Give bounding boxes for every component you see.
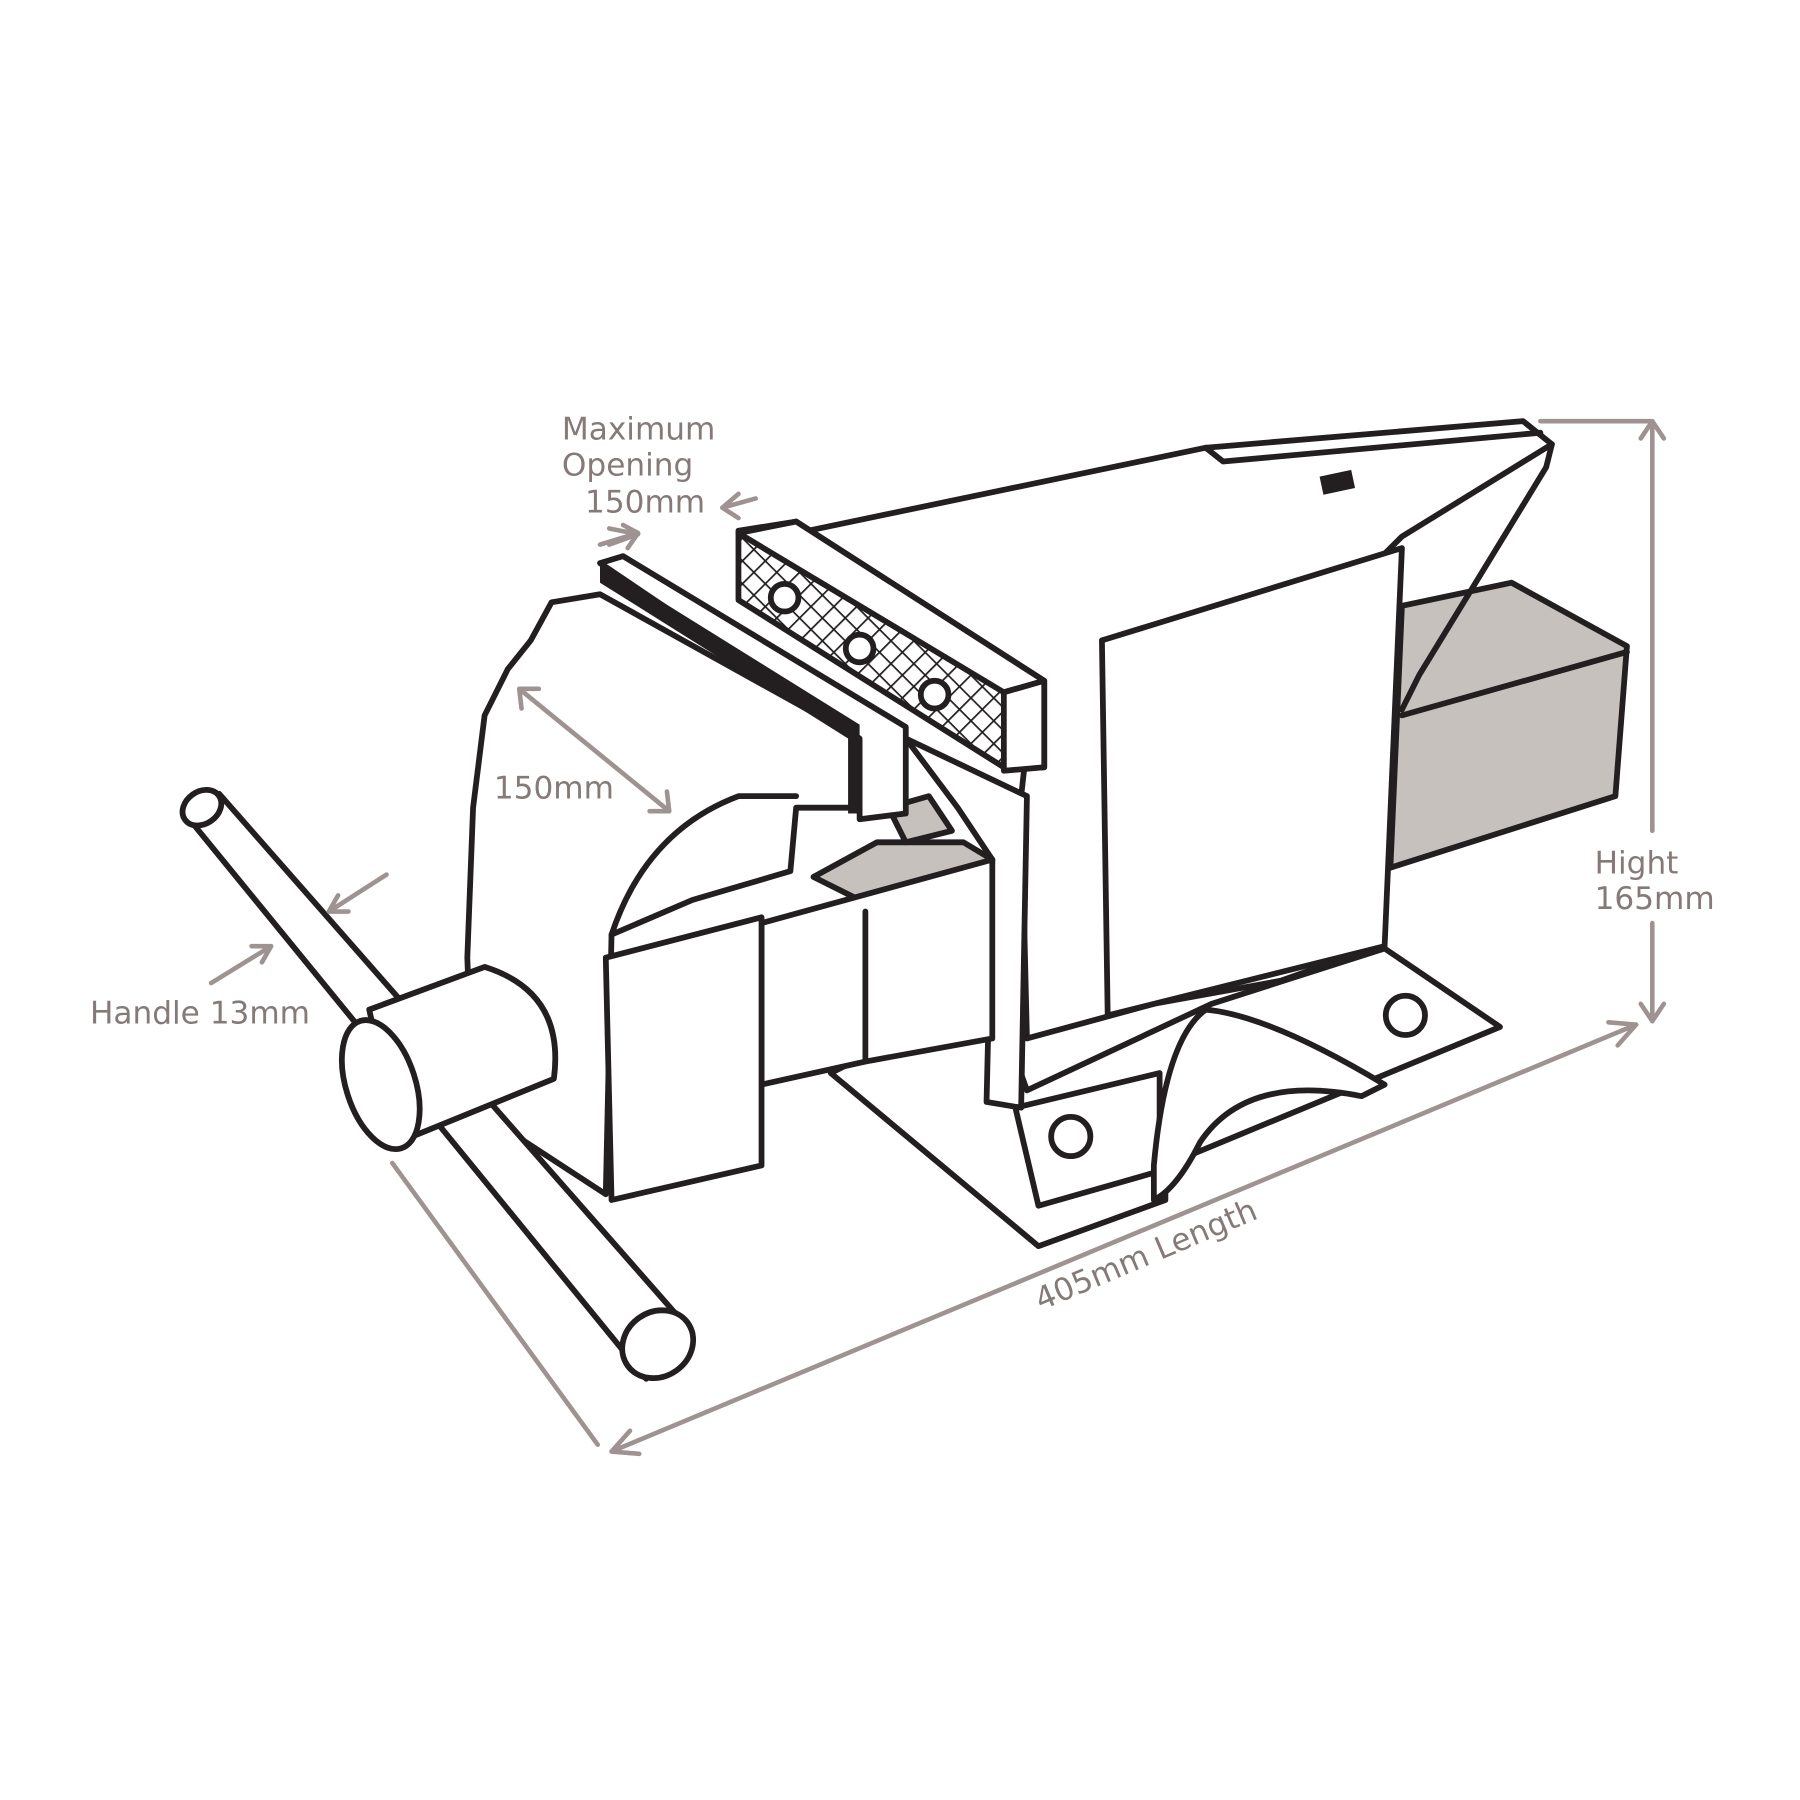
extension-line <box>389 1160 600 1447</box>
jaw-width-arrow <box>516 686 672 814</box>
height-value: 165mm <box>1595 881 1715 917</box>
height-arrow <box>1538 418 1667 1024</box>
slide <box>758 793 996 1088</box>
anvil-square-hole <box>1319 469 1356 495</box>
handle-label: Handle 13mm <box>90 995 310 1031</box>
max-opening-label-line1: Maximum <box>562 412 715 448</box>
anvil-body <box>804 418 1630 1042</box>
handle-arrow-bottom <box>208 943 274 986</box>
handle-arrow-top <box>326 872 389 914</box>
handle <box>179 787 697 1382</box>
height-label-line1: Hight <box>1595 845 1679 881</box>
jaw-width-label: 150mm <box>494 770 614 806</box>
mount-hole-front <box>1048 1114 1094 1160</box>
dimension-lines <box>208 418 1667 1457</box>
max-opening-value: 150mm <box>585 484 705 520</box>
fixed-jaw <box>735 518 1048 1111</box>
length-arrow <box>609 1020 1639 1457</box>
screw-hub <box>339 1017 423 1153</box>
moving-jaw <box>464 553 909 1203</box>
mount-hole-rear <box>1382 992 1428 1038</box>
max-opening-label-line2: Opening <box>562 447 693 483</box>
